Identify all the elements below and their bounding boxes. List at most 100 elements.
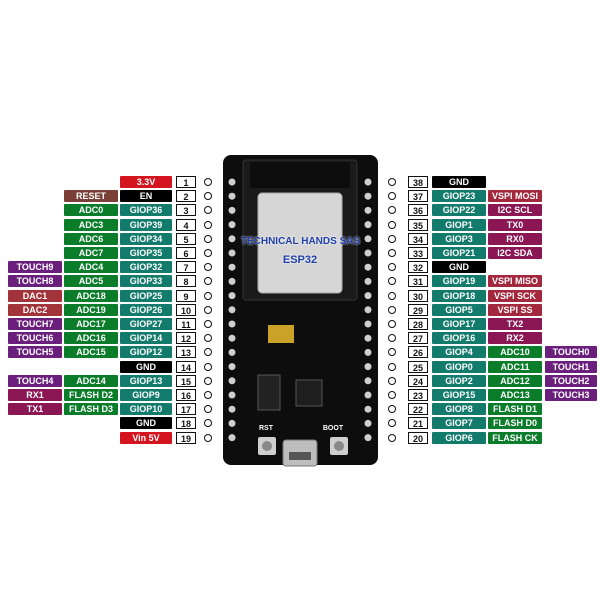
pin-label-giop2: GIOP2 xyxy=(432,374,486,387)
antenna-area xyxy=(250,162,350,188)
pin-label-touch6: TOUCH6 xyxy=(8,332,62,345)
pin-connector-dot xyxy=(388,263,396,272)
rst-button-cap xyxy=(262,441,272,451)
pin-label-giop35: GIOP35 xyxy=(120,247,172,259)
pin-connector-dot xyxy=(204,405,212,414)
pin-label-giop34: GIOP34 xyxy=(120,232,172,245)
header-pin-pad xyxy=(364,263,372,271)
pin-connector-dot xyxy=(204,419,212,428)
header-pin-pad xyxy=(228,277,236,285)
pin-label-giop39: GIOP39 xyxy=(120,218,172,231)
pin-label-flash-d2: FLASH D2 xyxy=(64,389,118,401)
header-pin-pad xyxy=(364,192,372,200)
pin-connector-dot xyxy=(204,291,212,300)
header-pin-pad xyxy=(364,320,372,328)
pin-label-giop10: GIOP10 xyxy=(120,403,172,416)
pin-label-i2c-scl: I2C SCL xyxy=(488,204,542,217)
header-pin-pad xyxy=(228,292,236,300)
header-pin-pad xyxy=(364,434,372,442)
header-pin-pad xyxy=(228,178,236,186)
board-chip-label: ESP32 xyxy=(282,254,318,266)
pin-connector-dot xyxy=(388,206,396,215)
pin-label-giop12: GIOP12 xyxy=(120,346,172,359)
pin-connector-dot xyxy=(204,320,212,328)
pin-label-giop8: GIOP8 xyxy=(432,403,486,416)
left-header-pins xyxy=(228,178,372,442)
pin-connector-dot xyxy=(204,192,212,201)
header-pin-pad xyxy=(364,391,372,399)
pin-label-tx1: TX1 xyxy=(8,403,62,416)
header-pin-pad xyxy=(364,306,372,314)
header-pin-pad xyxy=(364,221,372,229)
header-pin-pad xyxy=(364,277,372,285)
pin-number: 14 xyxy=(176,360,196,373)
header-pin-pad xyxy=(228,391,236,399)
header-pin-pad xyxy=(364,419,372,427)
pin-number: 27 xyxy=(408,332,428,345)
pin-number: 29 xyxy=(408,303,428,316)
pin-label-dac1: DAC1 xyxy=(8,289,62,302)
pin-connector-dot xyxy=(388,405,396,414)
header-pin-pad xyxy=(228,221,236,229)
pin-label-giop36: GIOP36 xyxy=(120,204,172,217)
pin-label-giop22: GIOP22 xyxy=(432,204,486,217)
pin-label-flash-d3: FLASH D3 xyxy=(64,403,118,416)
pin-number: 13 xyxy=(176,346,196,359)
pin-label-giop15: GIOP15 xyxy=(432,389,486,401)
header-pin-pad xyxy=(228,206,236,214)
pin-number: 21 xyxy=(408,417,428,430)
pin-label-adc7: ADC7 xyxy=(64,247,118,259)
pin-connector-dot xyxy=(204,362,212,371)
pin-label-touch3: TOUCH3 xyxy=(545,389,597,401)
pin-number: 15 xyxy=(176,374,196,387)
pin-label-touch8: TOUCH8 xyxy=(8,275,62,288)
pin-number: 8 xyxy=(176,275,196,288)
pin-number: 30 xyxy=(408,289,428,302)
header-pin-pad xyxy=(228,377,236,385)
voltage-regulator xyxy=(257,374,281,411)
pin-connector-dot xyxy=(204,234,212,243)
pin-label-vspi-sck: VSPI SCK xyxy=(488,289,542,302)
header-pin-pad xyxy=(364,348,372,356)
pin-label-giop4: GIOP4 xyxy=(432,346,486,359)
pin-connector-dot xyxy=(204,263,212,272)
pin-label-giop5: GIOP5 xyxy=(432,303,486,316)
pin-connector-dot xyxy=(388,234,396,243)
pin-connector-dot xyxy=(388,391,396,399)
pin-connector-dot xyxy=(204,391,212,399)
pin-connector-dot xyxy=(388,277,396,286)
pin-connector-dot xyxy=(388,291,396,300)
pin-number: 32 xyxy=(408,261,428,274)
pin-number: 18 xyxy=(176,417,196,430)
pin-number: 38 xyxy=(408,176,428,188)
pin-label-giop13: GIOP13 xyxy=(120,374,172,387)
module-shield xyxy=(257,192,343,294)
pin-label-giop21: GIOP21 xyxy=(432,247,486,259)
pin-label-giop9: GIOP9 xyxy=(120,389,172,401)
pin-number: 19 xyxy=(176,431,196,444)
pin-label-adc5: ADC5 xyxy=(64,275,118,288)
pin-label-adc17: ADC17 xyxy=(64,318,118,330)
header-pin-pad xyxy=(364,377,372,385)
pin-number: 2 xyxy=(176,190,196,203)
pin-label-giop3: GIOP3 xyxy=(432,232,486,245)
pin-label-giop23: GIOP23 xyxy=(432,190,486,203)
pin-number: 17 xyxy=(176,403,196,416)
pin-label-adc14: ADC14 xyxy=(64,374,118,387)
pin-connector-dot xyxy=(388,419,396,428)
rst-button-label: RST xyxy=(259,425,273,432)
pin-label-dac2: DAC2 xyxy=(8,303,62,316)
pin-connector-dot xyxy=(388,178,396,186)
header-pin-pad xyxy=(228,235,236,243)
pin-label-giop17: GIOP17 xyxy=(432,318,486,330)
header-pin-pad xyxy=(364,334,372,342)
boot-button-cap xyxy=(334,441,344,451)
pin-label-vspi-ss: VSPI SS xyxy=(488,303,542,316)
pin-connector-dot xyxy=(388,376,396,385)
pin-label-adc11: ADC11 xyxy=(488,360,542,373)
pin-connector-dot xyxy=(204,277,212,286)
pin-number: 9 xyxy=(176,289,196,302)
pin-label-i2c-sda: I2C SDA xyxy=(488,247,542,259)
header-pin-pad xyxy=(364,178,372,186)
